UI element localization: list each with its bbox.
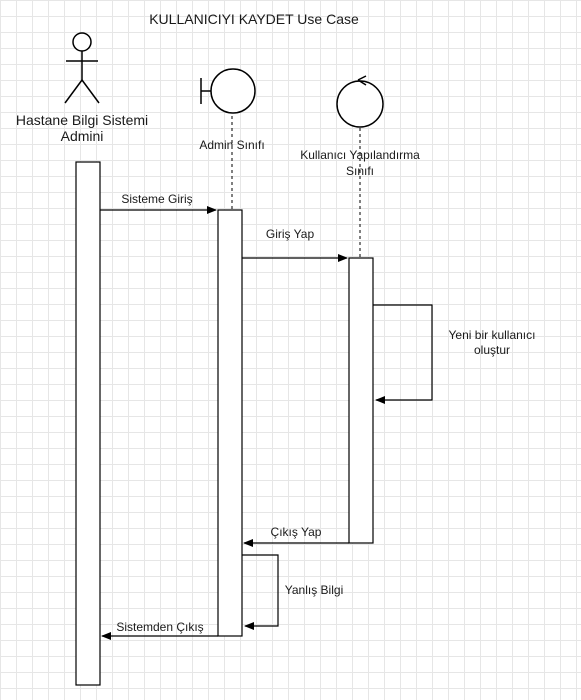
actor-name-line1: Hastane Bilgi Sistemi	[15, 112, 149, 128]
boundary-activation-bar	[217, 209, 243, 637]
actor-name-line2: Admini	[60, 128, 104, 144]
stick-figure-actor-icon	[64, 32, 100, 104]
message-label-yeni-kullanici-line2: oluştur	[473, 343, 511, 357]
control-object-icon	[336, 75, 384, 128]
diagram-title: KULLANICIYI KAYDET Use Case	[149, 11, 359, 27]
message-label-cikis-yap: Çıkış Yap	[270, 525, 322, 539]
boundary-object-icon	[200, 68, 256, 114]
control-name-line1: Kullanıcı Yapılandırma	[300, 148, 420, 162]
message-label-giris-yap: Giriş Yap	[265, 227, 315, 241]
message-label-yeni-kullanici-line1: Yeni bir kullanıcı	[448, 328, 536, 342]
message-arrow-yanlis-bilgi	[242, 554, 279, 630]
control-name-line2: Sınıfı	[345, 164, 375, 178]
message-label-sistemden-cikis: Sistemden Çıkış	[116, 620, 204, 634]
actor-activation-bar	[75, 161, 101, 686]
boundary-name: Admin Sınıfı	[199, 138, 265, 152]
message-label-sisteme-giris: Sisteme Giriş	[121, 192, 193, 206]
control-activation-bar	[348, 257, 374, 544]
message-arrow-yeni-kullanici	[373, 304, 433, 404]
message-label-yanlis-bilgi: Yanlış Bilgi	[284, 583, 344, 597]
